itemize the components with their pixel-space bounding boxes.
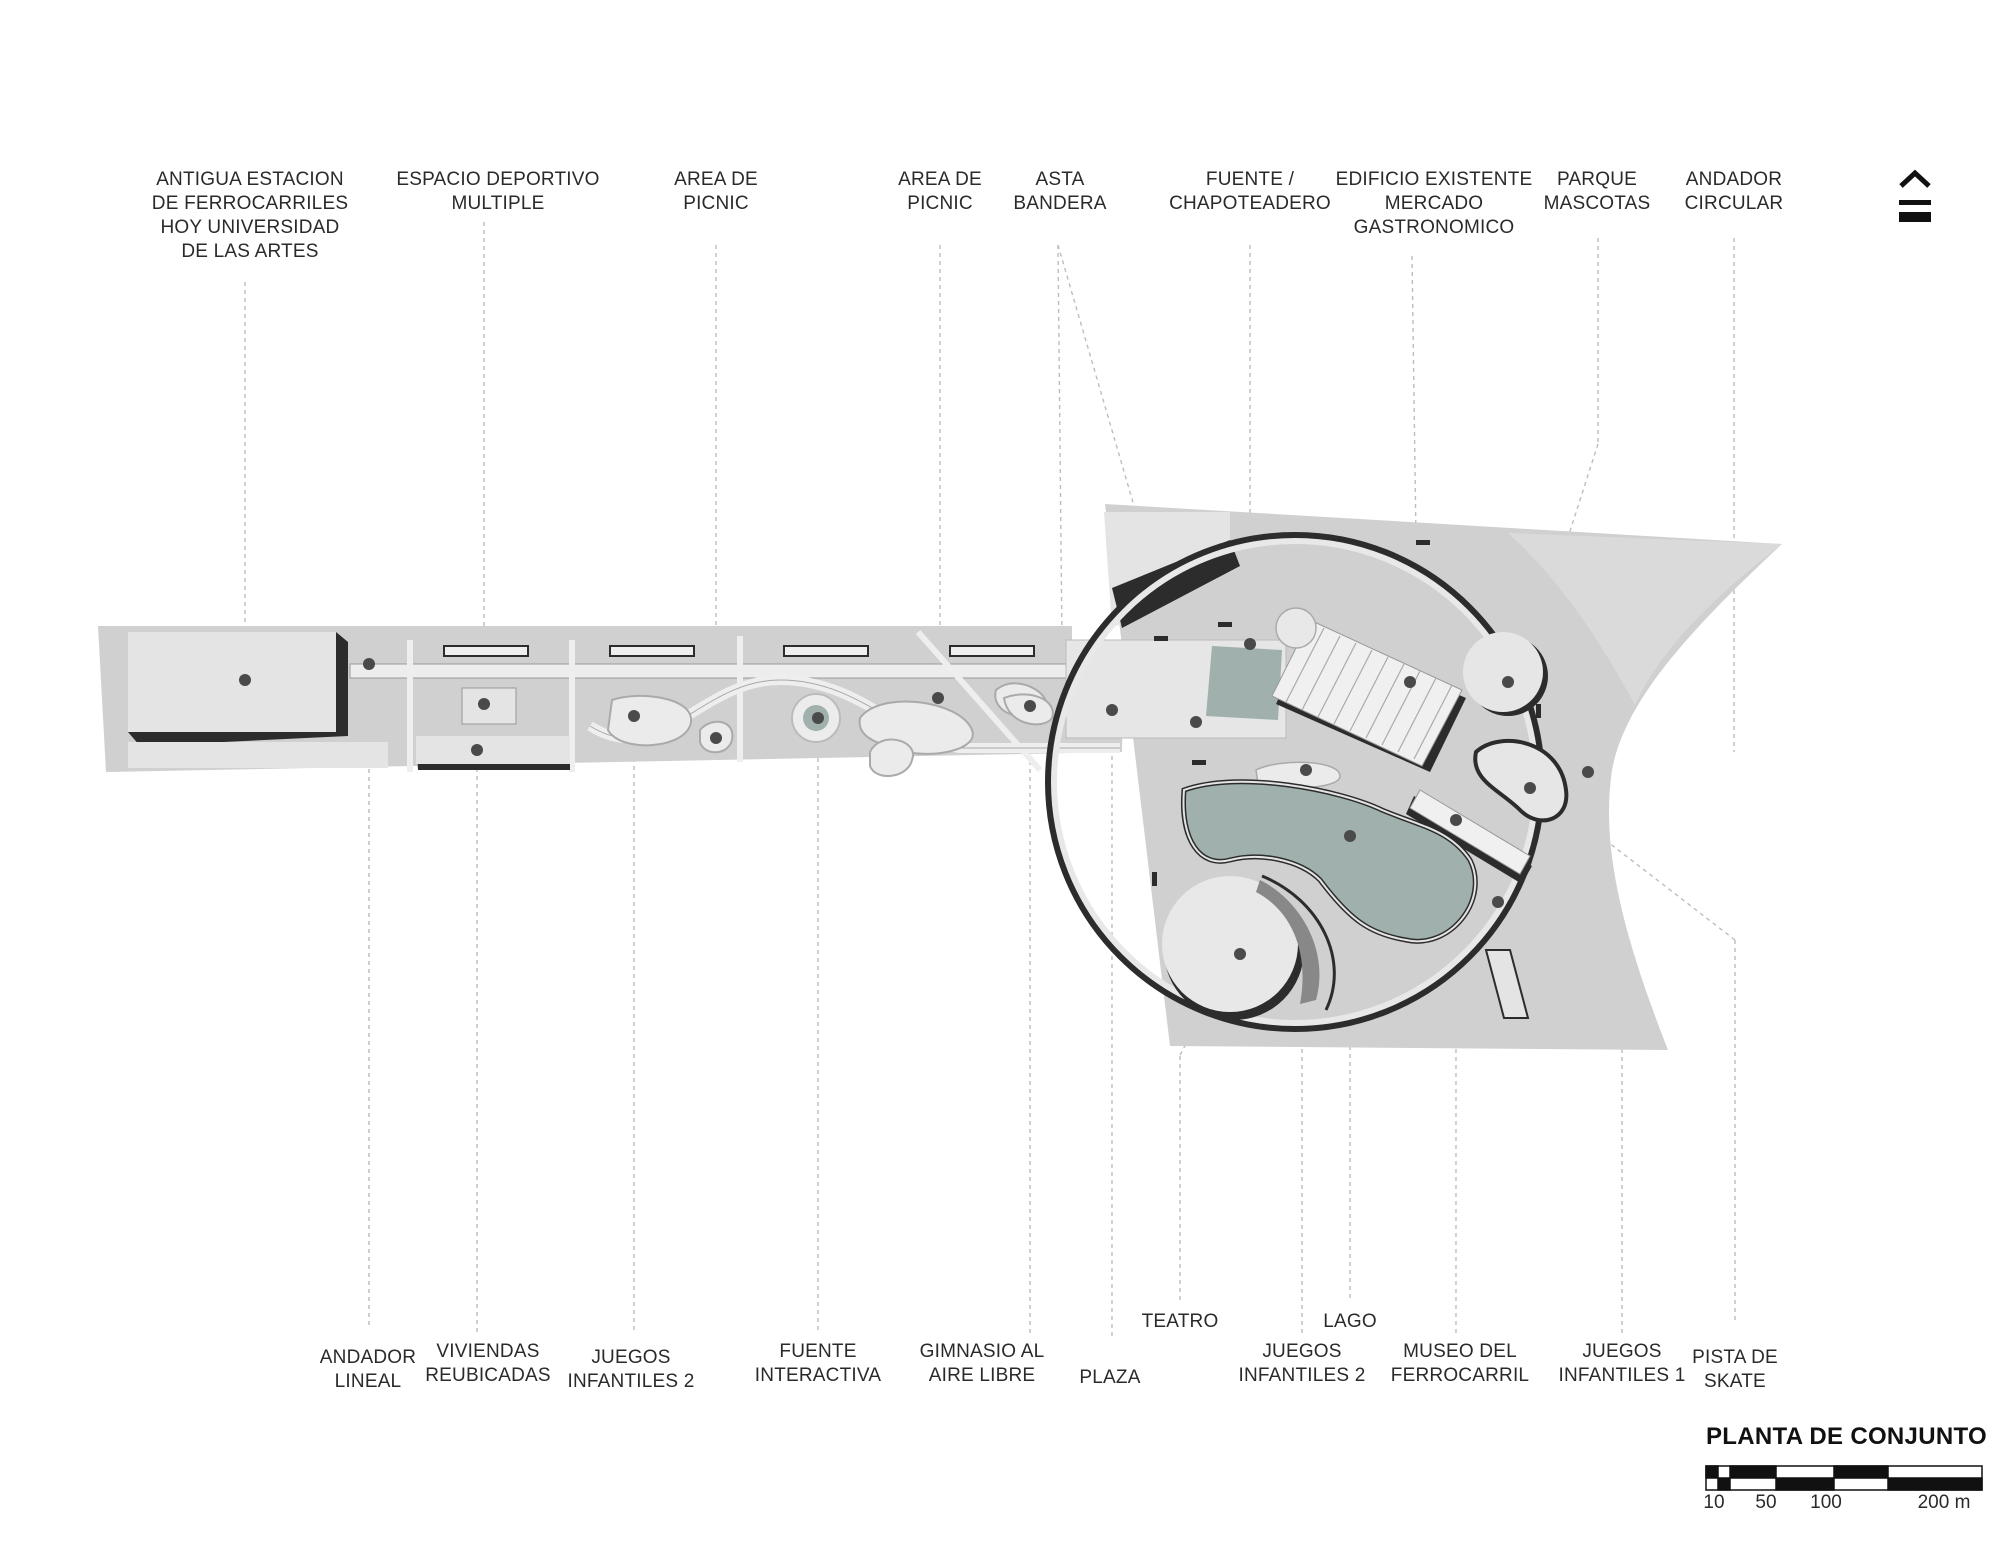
label-fuente: FUENTE / CHAPOTEADERO xyxy=(1169,169,1331,214)
location-markers xyxy=(239,638,1594,960)
existing-block-shadow xyxy=(1112,540,1240,628)
skate-park xyxy=(1473,738,1569,823)
scale-label-10: 10 xyxy=(1703,1492,1725,1513)
skate-ramp xyxy=(1484,949,1530,1019)
chapoteadero xyxy=(1206,646,1282,720)
marker-teatro xyxy=(1234,948,1246,960)
label-deportivo: ESPACIO DEPORTIVO MULTIPLE xyxy=(396,169,600,214)
marker-deportivo xyxy=(478,698,490,710)
small-benches xyxy=(1152,540,1541,886)
picnic-benches xyxy=(443,645,1035,657)
label-picnic-1: AREA DE PICNIC xyxy=(674,169,758,214)
marker-lago xyxy=(1344,830,1356,842)
marker-juegos2a xyxy=(628,710,640,722)
label-juegos-2a: JUEGOS INFANTILES 2 xyxy=(567,1347,695,1392)
label-estacion: ANTIGUA ESTACION DE FERROCARRILES HOY UN… xyxy=(151,169,349,262)
marker-skate xyxy=(1524,782,1536,794)
label-mascotas: PARQUE MASCOTAS xyxy=(1543,169,1651,214)
label-andador-circular: ANDADOR CIRCULAR xyxy=(1684,169,1784,214)
marker-andador-lineal xyxy=(363,658,375,670)
label-fuente-interactiva: FUENTE INTERACTIVA xyxy=(754,1341,882,1386)
scale-label-50: 50 xyxy=(1755,1492,1777,1513)
marker-picnic2 xyxy=(932,692,944,704)
scale-label-200: 200 m xyxy=(1917,1492,1971,1513)
playground-blobs xyxy=(606,682,1054,778)
fountain-circle xyxy=(1275,607,1317,649)
marker-fuente xyxy=(1244,638,1256,650)
station-building xyxy=(128,632,388,768)
marker-juegos1 xyxy=(1492,896,1504,908)
label-andador-lineal: ANDADOR LINEAL xyxy=(319,1347,417,1392)
plan-title: PLANTA DE CONJUNTO xyxy=(1706,1423,1987,1450)
label-museo: MUSEO DEL FERROCARRIL xyxy=(1390,1341,1530,1386)
housing-and-sports xyxy=(416,687,570,770)
marker-andador-circ xyxy=(1582,766,1594,778)
theater xyxy=(1162,874,1336,1020)
railway-museum xyxy=(1406,789,1532,884)
marker-plaza xyxy=(1106,704,1118,716)
north-arrow-icon xyxy=(1899,169,1931,222)
label-teatro: TEATRO xyxy=(1141,1311,1219,1332)
marker-juegos2b xyxy=(1300,764,1312,776)
label-asta: ASTA BANDERA xyxy=(1013,169,1107,214)
marker-museo xyxy=(1450,814,1462,826)
label-juegos-2b: JUEGOS INFANTILES 2 xyxy=(1238,1341,1366,1386)
marker-viviendas xyxy=(471,744,483,756)
marker-asta xyxy=(1190,716,1202,728)
label-juegos-1: JUEGOS INFANTILES 1 xyxy=(1558,1341,1686,1386)
label-picnic-2: AREA DE PICNIC xyxy=(898,169,982,214)
label-viviendas: VIVIENDAS REUBICADAS xyxy=(425,1341,551,1386)
marker-gimnasio xyxy=(1024,700,1036,712)
marker-mercado xyxy=(1404,676,1416,688)
label-lago: LAGO xyxy=(1323,1311,1377,1332)
scale-bar xyxy=(1705,1465,1983,1491)
corner-wedge xyxy=(1508,533,1782,705)
marker-fuente-int xyxy=(812,712,824,724)
label-plaza: PLAZA xyxy=(1079,1367,1141,1388)
scale-label-100: 100 xyxy=(1810,1492,1842,1513)
marker-picnic1 xyxy=(710,732,722,744)
label-skate: PISTA DE SKATE xyxy=(1692,1347,1778,1392)
label-mercado: EDIFICIO EXISTENTE MERCADO GASTRONOMICO xyxy=(1335,169,1533,238)
marker-mascotas xyxy=(1502,676,1514,688)
marker-estacion xyxy=(239,674,251,686)
label-gimnasio: GIMNASIO AL AIRE LIBRE xyxy=(919,1341,1045,1386)
